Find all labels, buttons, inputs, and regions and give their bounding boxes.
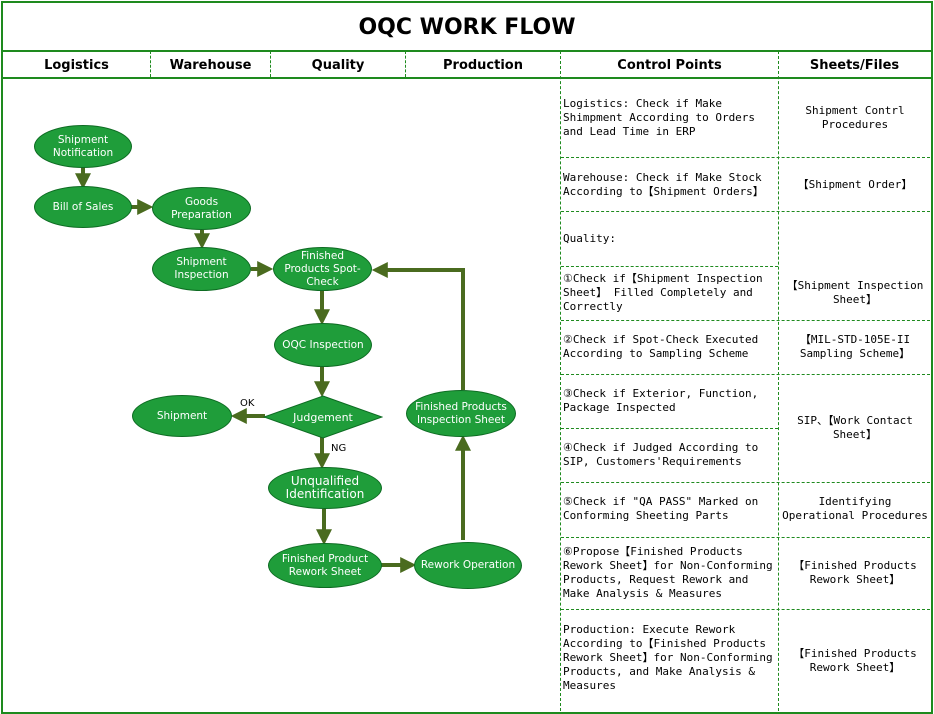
col-header-logistics: Logistics	[44, 57, 109, 73]
row-sep	[561, 320, 930, 321]
row-sep	[561, 537, 930, 538]
sheet-file-7: 【Finished Products Rework Sheet】	[793, 559, 917, 586]
col-sep	[560, 51, 561, 711]
sheet-file-6: Identifying Operational Procedures	[782, 495, 928, 522]
control-point-3: ③Check if Exterior, Function, Package In…	[563, 387, 759, 414]
col-sep	[270, 51, 271, 77]
row-sep	[561, 266, 778, 267]
sheet-file-5: SIP、【Work Contact Sheet】	[797, 414, 913, 441]
col-header-control-points: Control Points	[617, 57, 722, 73]
judgement-diamond	[263, 395, 383, 439]
sheet-file-3: 【Shipment Inspection Sheet】	[786, 279, 924, 306]
arrow-inspection-sheet-to-spotcheck	[371, 262, 465, 390]
node-finished-spot-check: Finished Products Spot-Check	[273, 247, 372, 291]
node-shipment-inspection: Shipment Inspection	[152, 247, 251, 291]
col-header-production: Production	[443, 57, 523, 73]
node-unqualified-identification: Unqualified Identification	[268, 467, 382, 509]
node-goods-preparation: Goods Preparation	[152, 187, 251, 230]
node-judgement: Judgement	[293, 410, 353, 424]
row-sep	[561, 609, 930, 610]
row-sep	[561, 428, 778, 429]
col-header-warehouse: Warehouse	[169, 57, 252, 73]
col-sep	[778, 51, 779, 711]
control-point-warehouse: Warehouse: Check if Make Stock According…	[563, 171, 764, 198]
control-point-2: ②Check if Spot-Check Executed According …	[563, 333, 759, 360]
row-sep	[561, 157, 930, 158]
row-sep	[561, 482, 930, 483]
row-sep	[561, 211, 930, 212]
edge-label-ng: NG	[331, 443, 347, 454]
node-rework-operation: Rework Operation	[414, 542, 522, 589]
control-point-6: ⑥Propose【Finished Products Rework Sheet】…	[563, 545, 773, 600]
header-top-line	[3, 50, 931, 52]
edge-label-ok: OK	[240, 398, 255, 409]
control-point-production: Production: Execute Rework According to【…	[563, 623, 773, 692]
row-sep	[561, 374, 930, 375]
node-inspection-sheet: Finished Products Inspection Sheet	[406, 390, 516, 437]
col-header-sheets-files: Sheets/Files	[809, 57, 900, 73]
node-bill-of-sales: Bill of Sales	[34, 186, 132, 228]
node-shipment: Shipment	[132, 395, 232, 437]
page-title: OQC WORK FLOW	[358, 14, 576, 40]
col-sep	[405, 51, 406, 77]
control-point-4: ④Check if Judged According to SIP, Custo…	[563, 441, 759, 468]
sheet-file-2: 【Shipment Order】	[797, 178, 913, 191]
control-point-1: ①Check if【Shipment Inspection Sheet】 Fil…	[563, 272, 763, 313]
control-point-logistics: Logistics: Check if Make Shimpment Accor…	[563, 97, 756, 138]
sheet-file-4: 【MIL-STD-105E-II Sampling Scheme】	[799, 333, 911, 360]
control-point-quality: Quality:	[563, 232, 616, 245]
node-rework-sheet: Finished Product Rework Sheet	[268, 543, 382, 588]
node-oqc-inspection: OQC Inspection	[274, 323, 372, 367]
col-sep	[150, 51, 151, 77]
col-header-quality: Quality	[311, 57, 365, 73]
header-bottom-line	[3, 77, 931, 79]
control-point-5: ⑤Check if "QA PASS" Marked on Conforming…	[563, 495, 759, 522]
sheet-file-1: Shipment Contrl Procedures	[805, 104, 905, 131]
node-shipment-notification: Shipment Notification	[34, 125, 132, 168]
sheet-file-8: 【Finished Products Rework Sheet】	[793, 647, 917, 674]
